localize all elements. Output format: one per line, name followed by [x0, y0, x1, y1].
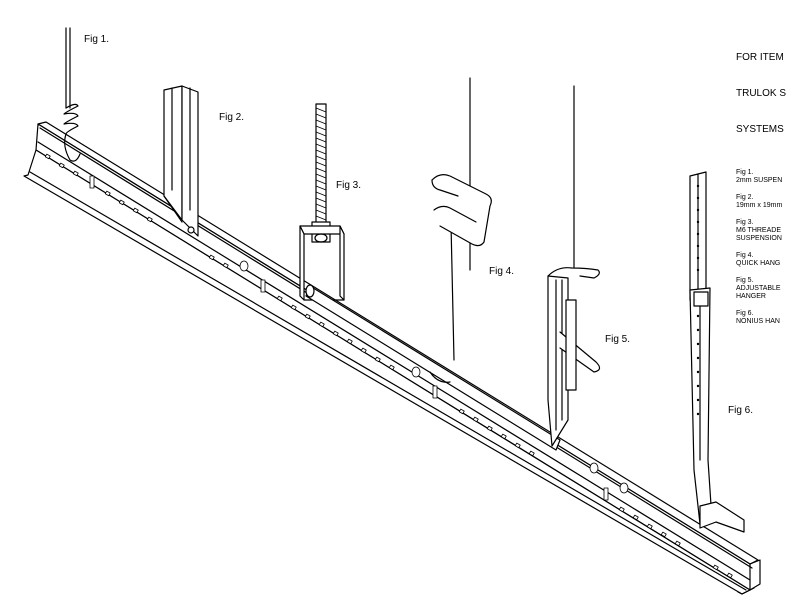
legend-item-fig: Fig 2.: [736, 194, 754, 201]
legend-item-text: ADJUSTABLE: [736, 285, 781, 292]
legend-title-line: TRULOK S: [736, 88, 787, 99]
legend-item-fig2: Fig 2. 19mm x 19mm: [736, 194, 787, 210]
legend-item-fig1: Fig 1. 2mm SUSPEN: [736, 169, 787, 185]
fig2-angle-hanger: [163, 85, 199, 237]
legend-item-text: HANGER: [736, 293, 766, 300]
legend-item-fig6: Fig 6. NONIUS HAN: [736, 310, 787, 326]
legend-title: FOR ITEM TRULOK S SYSTEMS: [736, 28, 787, 160]
legend-item-fig5: Fig 5. ADJUSTABLE HANGER: [736, 277, 787, 301]
fig4-quick-hanger: [429, 77, 492, 383]
legend-item-fig3: Fig 3. M6 THREADE SUSPENSION: [736, 219, 787, 243]
fig4-label: Fig 4.: [489, 266, 515, 277]
fig1-wire-hanger: [63, 27, 81, 162]
legend-title-line: SYSTEMS: [736, 124, 784, 135]
ceiling-channel: [23, 121, 761, 595]
legend-item-fig: Fig 5.: [736, 277, 754, 284]
channel-perforations: [44, 153, 733, 579]
legend: FOR ITEM TRULOK S SYSTEMS Fig 1. 2mm SUS…: [736, 28, 787, 326]
legend-item-fig4: Fig 4. QUICK HANG: [736, 252, 787, 268]
fig1-label: Fig 1.: [84, 34, 110, 45]
legend-item-text: 2mm SUSPEN: [736, 177, 783, 184]
legend-item-fig: Fig 1.: [736, 169, 754, 176]
fig3-label: Fig 3.: [336, 180, 362, 191]
legend-title-line: FOR ITEM: [736, 52, 784, 63]
legend-item-text: 19mm x 19mm: [736, 202, 783, 209]
fig6-label: Fig 6.: [728, 405, 754, 416]
fig3-threaded-rod: [299, 103, 561, 451]
legend-item-text: M6 THREADE: [736, 227, 781, 234]
legend-item-text: NONIUS HAN: [736, 318, 780, 325]
legend-item-fig: Fig 4.: [736, 252, 754, 259]
legend-item-text: SUSPENSION: [736, 235, 782, 242]
legend-item-fig: Fig 3.: [736, 219, 754, 226]
legend-item-fig: Fig 6.: [736, 310, 754, 317]
fig2-label: Fig 2.: [219, 112, 245, 123]
fig5-label: Fig 5.: [605, 334, 631, 345]
fig6-nonius-hanger: [689, 171, 745, 533]
fig5-adjustable-hanger: [547, 85, 601, 447]
legend-item-text: QUICK HANG: [736, 260, 781, 267]
